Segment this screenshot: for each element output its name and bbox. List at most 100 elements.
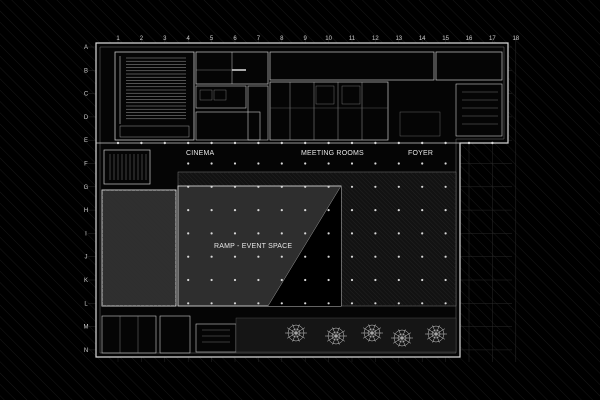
column-dot [233,162,237,165]
column-dot [304,162,307,165]
row-label: L [84,301,88,307]
column-label: 2 [140,36,144,42]
column-dot [187,162,190,165]
column-dot [210,185,213,188]
left-stair [103,149,151,185]
structural-columns [116,141,494,305]
column-dot [304,255,307,258]
label-cinema: CINEMA [186,150,215,157]
column-dot [280,302,283,305]
tree [325,327,347,345]
row-label: N [84,348,88,354]
column-dot [257,162,260,165]
large-hall [269,51,435,81]
cinema-block [114,51,269,141]
column-dot [280,278,283,282]
label-foyer: FOYER [408,150,433,157]
meeting-rooms [269,81,389,141]
column-dot [350,232,354,235]
column-dot [444,278,447,282]
column-dot [491,141,494,145]
column-label: 5 [210,36,214,42]
column-dot [444,209,447,212]
row-label: B [84,68,88,74]
column-dot [444,162,447,165]
column-dot [444,185,447,188]
column-dot [350,141,354,145]
row-label: A [84,45,88,51]
column-dot [421,185,424,188]
row-label: J [85,255,88,261]
column-label: 6 [233,36,237,42]
row-label: K [84,278,88,284]
column-label: 13 [395,36,402,42]
trees [285,324,447,347]
column-dot [397,185,400,188]
column-dot [421,302,424,305]
column-label: 18 [512,36,519,42]
tree [285,324,307,342]
column-dot [327,209,330,212]
column-dot [304,278,307,282]
column-dot [304,141,307,145]
column-dot [210,255,213,258]
row-label: M [84,325,89,331]
column-dot [350,278,354,282]
column-dot [210,162,213,165]
label-ramp-event-space: RAMP - EVENT SPACE [214,243,292,250]
column-dot [374,278,377,282]
column-dot [327,278,330,282]
column-label: 8 [280,36,284,42]
column-dot [421,255,424,258]
column-dot [280,209,283,212]
column-dot [421,141,424,145]
column-dot [397,209,400,212]
row-label: D [84,115,89,121]
column-label: 9 [304,36,308,42]
column-dot [187,278,190,282]
cinema-screen [119,125,190,138]
column-dot [374,185,377,188]
column-dot [233,232,237,235]
column-dot [374,302,377,305]
column-dot [187,232,190,235]
column-dot [140,141,143,145]
service-corridor [247,85,269,141]
cinema-hall [114,51,195,141]
column-dot [397,232,400,235]
column-label: 12 [372,36,379,42]
column-dot [233,302,237,305]
column-dot [421,209,424,212]
column-dot [421,162,424,165]
column-label: 15 [442,36,449,42]
column-dot [374,232,377,235]
column-dot [210,209,213,212]
row-label: F [84,162,88,168]
column-dot [233,278,237,282]
column-dot [280,255,283,258]
column-label: 11 [349,36,356,42]
column-dot [187,185,190,188]
column-dot [257,232,260,235]
column-dot [397,255,400,258]
column-dot [421,232,424,235]
column-dot [210,141,213,145]
column-dot [187,255,190,258]
column-dot [467,141,471,145]
column-dot [327,255,330,258]
column-dot [421,278,424,282]
column-dot [210,302,213,305]
column-dot [187,302,190,305]
column-dot [327,141,330,145]
column-label: 4 [187,36,191,42]
column-dot [350,209,354,212]
column-dot [374,162,377,165]
row-label: E [84,138,88,144]
column-dot [397,278,400,282]
building-outline-inner [99,46,505,354]
column-dot [280,185,283,188]
column-dot [304,232,307,235]
column-dot [210,278,213,282]
